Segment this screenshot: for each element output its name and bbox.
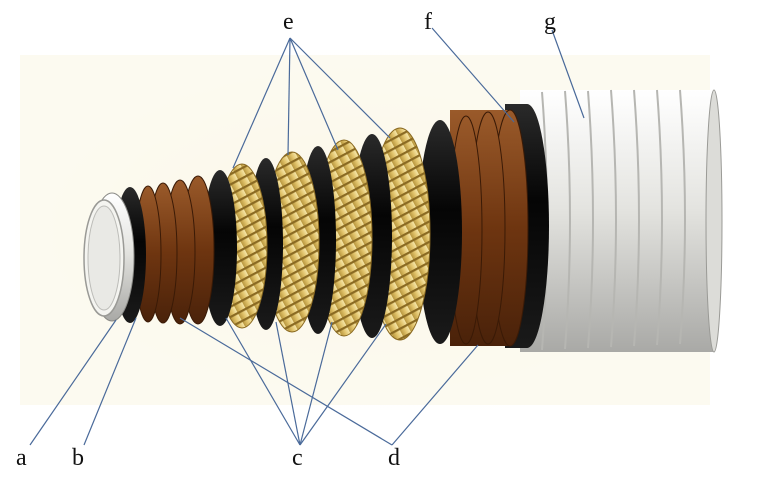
leader-a	[29, 319, 117, 446]
leader-b	[83, 317, 137, 446]
label-g: g	[544, 9, 556, 35]
label-b: b	[72, 445, 84, 471]
leader-lines	[29, 27, 585, 446]
label-f: f	[424, 9, 432, 35]
label-e: e	[283, 9, 294, 35]
leader-c-4	[299, 323, 387, 446]
leader-e-3	[289, 37, 339, 151]
leader-c-3	[299, 321, 333, 446]
leader-e-4	[289, 37, 391, 139]
leader-d-1	[179, 317, 393, 446]
label-d: d	[388, 445, 400, 471]
leader-c-2	[275, 321, 301, 446]
leader-e-1	[232, 37, 291, 169]
inner-liner	[83, 192, 135, 322]
label-a: a	[16, 445, 27, 471]
rubber-band-5	[418, 120, 462, 344]
leader-g	[551, 29, 585, 119]
label-c: c	[292, 445, 303, 471]
leader-f	[431, 27, 515, 123]
leader-c-1	[225, 317, 301, 446]
leader-d-2	[391, 344, 479, 446]
leader-e-2	[287, 37, 291, 156]
inner-fabric-layer	[134, 175, 215, 325]
outer-jacket	[520, 89, 723, 353]
